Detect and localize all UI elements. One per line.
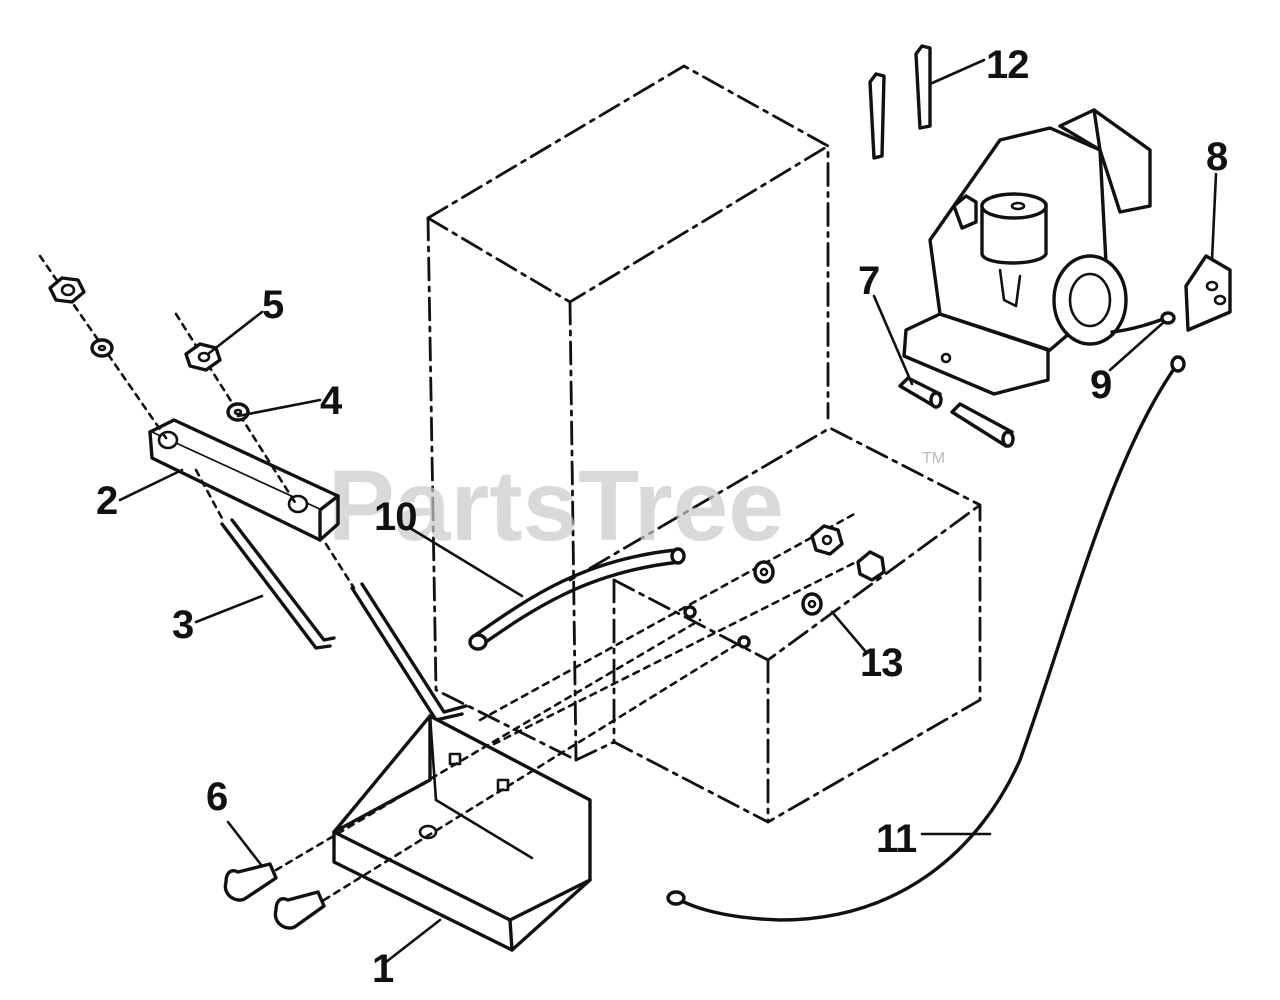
part-mounting-plate [1184,254,1232,332]
callout-11: 11 [876,817,917,861]
part-engine [902,108,1152,396]
callout-9: 9 [1090,363,1111,407]
housing-outline [426,64,982,824]
callout-4: 4 [320,379,343,423]
callout-10: 10 [374,495,417,539]
part-lead-wire [1110,311,1176,334]
hardware-nuts-washers [38,254,298,506]
part-bracket [148,418,340,542]
callout-3: 3 [172,603,193,647]
part-nuts-washers-right [753,524,886,616]
alignment-lines [478,510,862,746]
part-pins [898,376,1015,448]
part-cable [666,355,1186,922]
callout-8: 8 [1206,135,1228,179]
callout-7: 7 [858,259,879,303]
part-tray [332,714,592,952]
watermark-trademark: TM [922,450,945,467]
watermark: PartsTree TM [328,450,945,562]
callout-labels: 1 2 3 4 5 6 7 8 9 10 11 12 13 [96,43,1229,991]
mounting-holes [683,605,751,649]
watermark-text: PartsTree [328,450,784,562]
callout-13: 13 [860,641,903,685]
part-carriage-bolts [223,618,746,930]
part-long-bolts [868,44,932,160]
callout-6: 6 [206,775,227,819]
callout-12: 12 [986,43,1029,87]
callout-1: 1 [372,947,394,991]
callout-5: 5 [262,283,284,327]
callout-2: 2 [96,479,117,523]
part-hose [468,547,686,651]
leader-lines [118,58,1218,964]
